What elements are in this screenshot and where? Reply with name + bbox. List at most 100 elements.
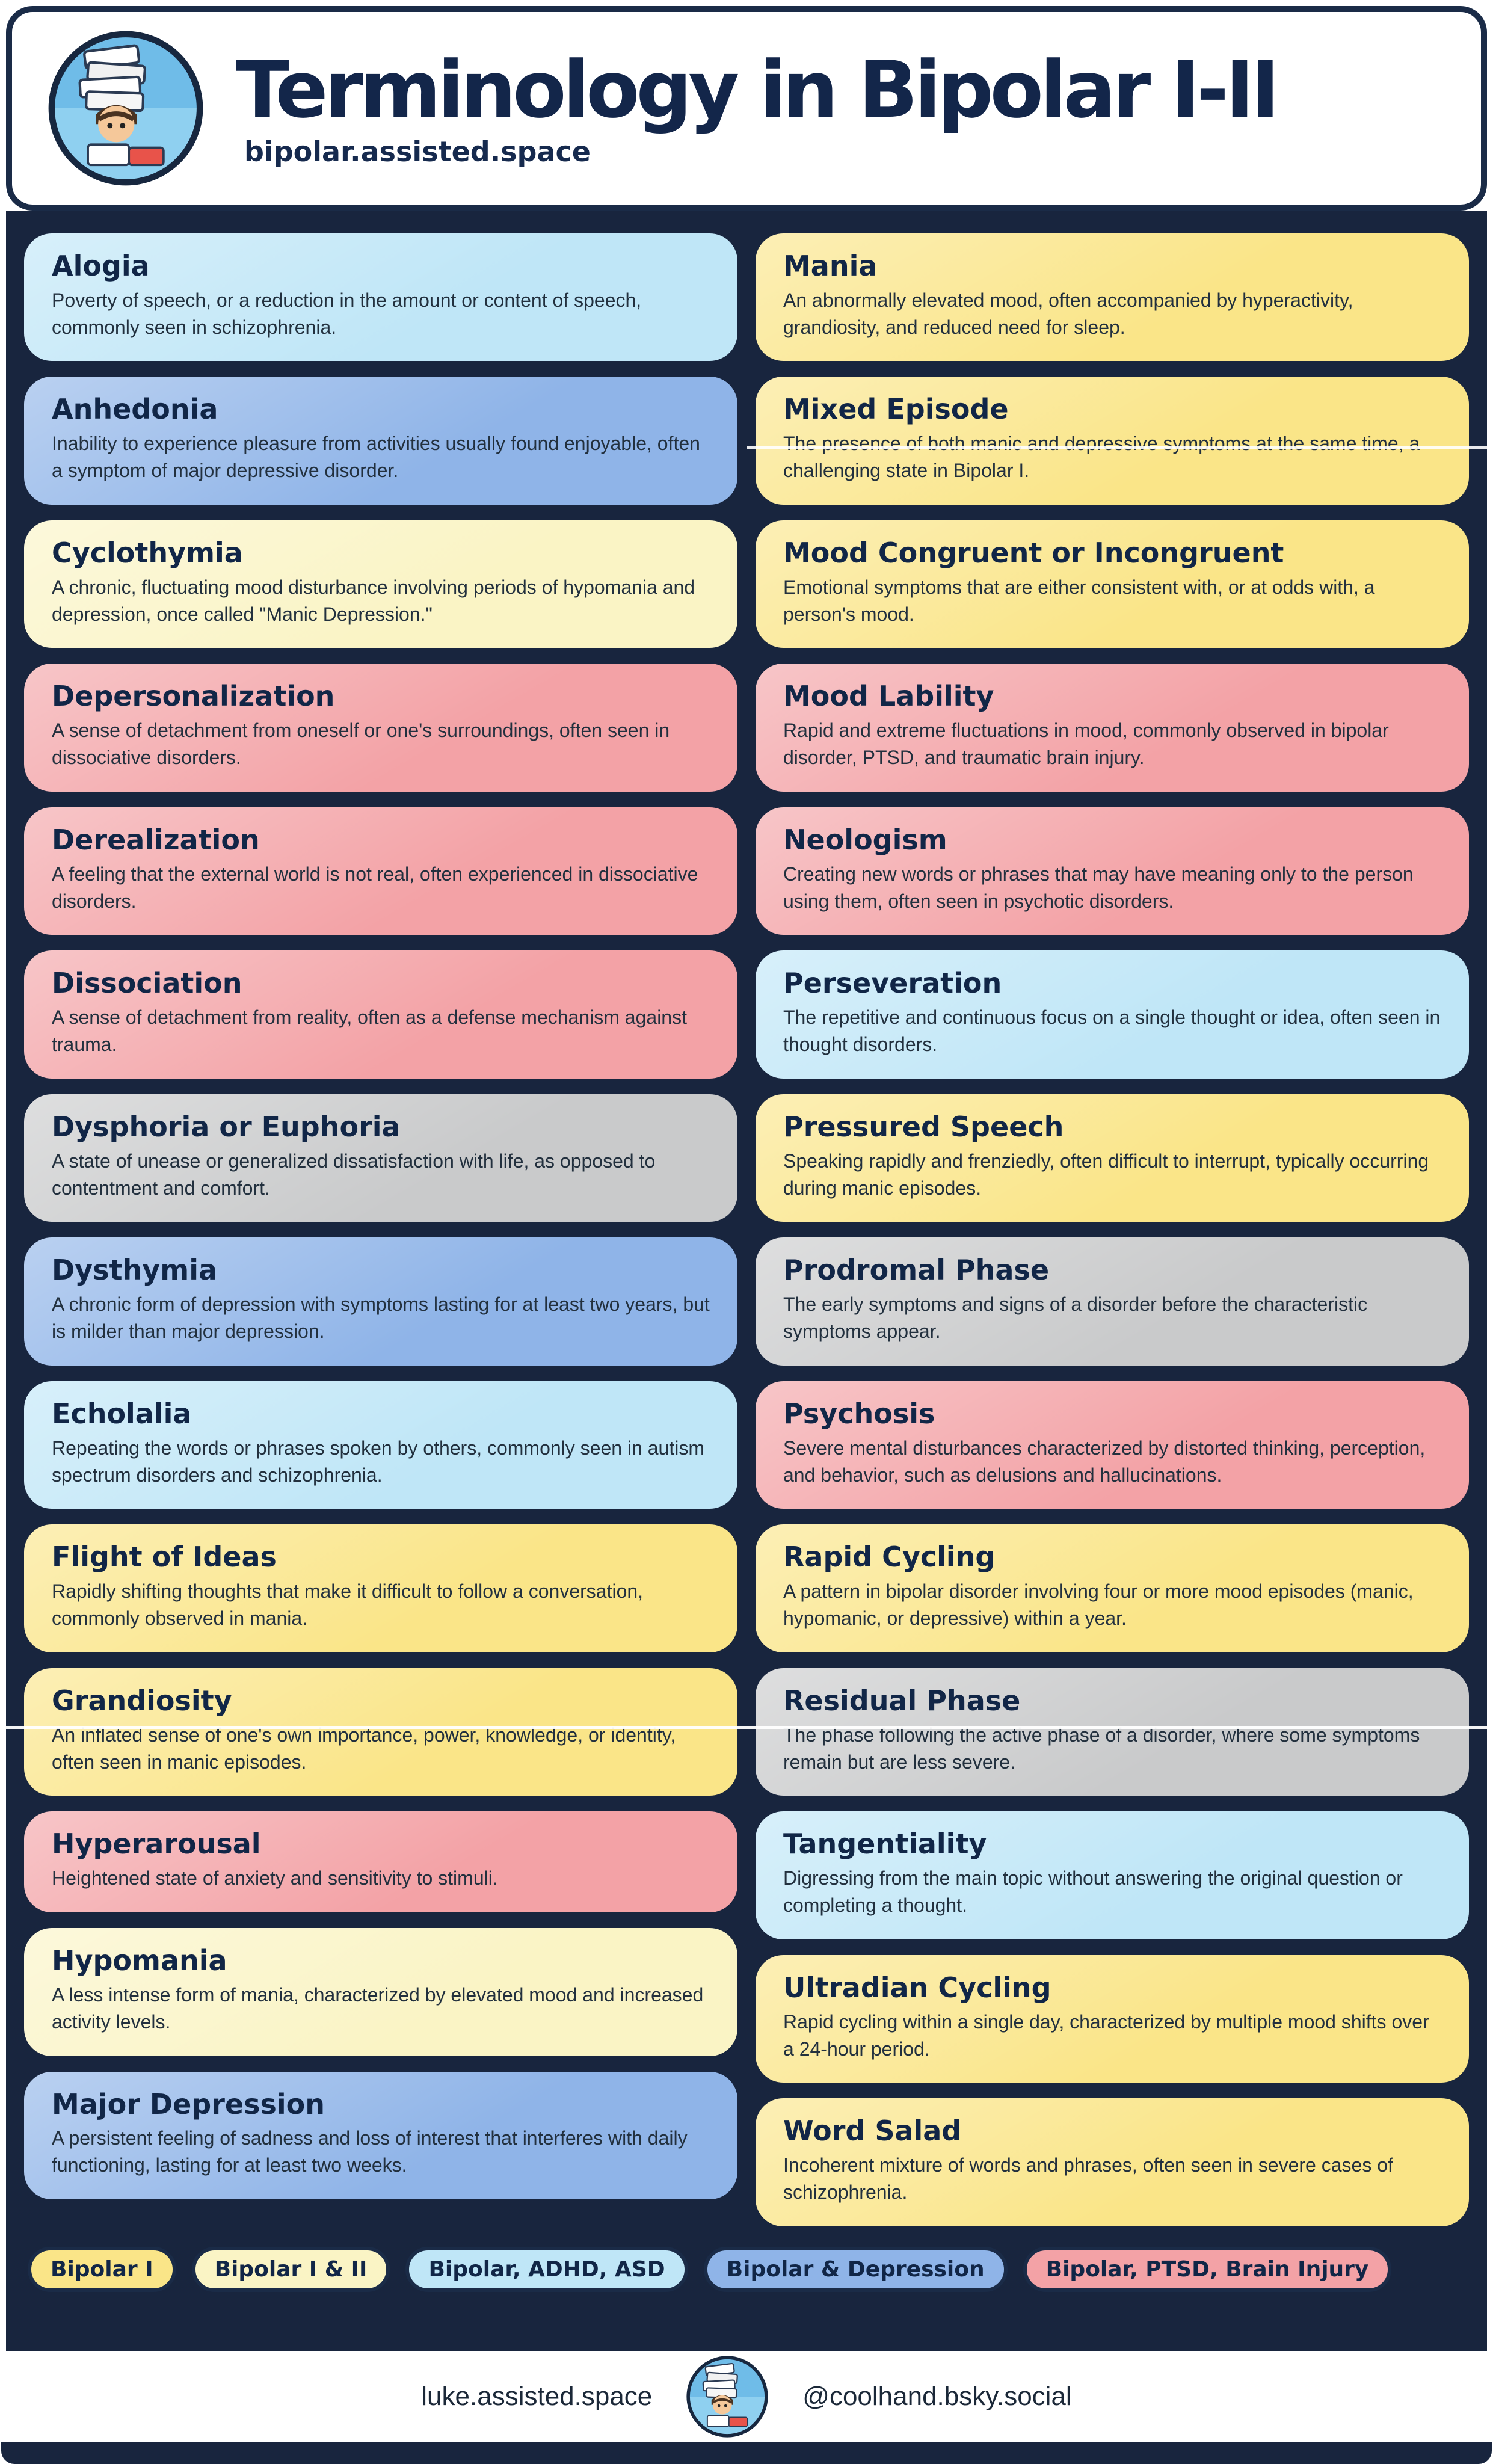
legend-pill: Bipolar, ADHD, ASD — [405, 2246, 688, 2293]
footer: luke.assisted.space — [0, 2351, 1493, 2442]
term-title: Ultradian Cycling — [783, 1971, 1051, 2004]
legend-pill: Bipolar I — [28, 2246, 176, 2293]
term-definition: An inflated sense of one's own importanc… — [52, 1723, 676, 1773]
term-title: Prodromal Phase — [783, 1254, 1050, 1287]
footer-left-text: luke.assisted.space — [421, 2382, 653, 2411]
term-definition: A less intense form of mania, characteri… — [52, 1983, 704, 2033]
legend: Bipolar I Bipolar I & II Bipolar, ADHD, AS… — [24, 2246, 1469, 2296]
term-title: Residual Phase — [783, 1684, 1021, 1717]
site-url: bipolar.assisted.space — [244, 135, 591, 168]
term-card: Grandiosity An inflated sense of one's ow… — [24, 1668, 737, 1796]
term-definition: Heightened state of anxiety and sensitiv… — [52, 1867, 498, 1890]
term-title: Psychosis — [783, 1397, 935, 1430]
term-card: Hypomania A less intense form of mania, c… — [24, 1928, 737, 2056]
term-title: Anhedonia — [52, 393, 218, 426]
term-title: Perseveration — [783, 967, 1002, 1000]
term-card: Dysthymia A chronic form of depression wi… — [24, 1237, 737, 1366]
term-card: Mania An abnormally elevated mood, often … — [756, 233, 1469, 362]
term-definition: A sense of detachment from reality, ofte… — [52, 1006, 687, 1056]
term-title: Neologism — [783, 823, 947, 856]
term-definition: Digressing from the main topic without a… — [783, 1867, 1403, 1917]
term-definition: A sense of detachment from oneself or on… — [52, 719, 670, 769]
term-definition: A state of unease or generalized dissati… — [52, 1150, 656, 1199]
term-title: Hypomania — [52, 1944, 227, 1977]
term-definition: Rapid and extreme fluctuations in mood, … — [783, 719, 1389, 769]
term-title: Mood Congruent or Incongruent — [783, 536, 1284, 569]
term-title: Rapid Cycling — [783, 1541, 996, 1574]
term-title: Dissociation — [52, 967, 242, 1000]
term-title: Major Depression — [52, 2087, 325, 2121]
mascot-avatar-icon — [686, 2355, 769, 2438]
term-title: Dysthymia — [52, 1254, 218, 1287]
term-card: Dysphoria or Euphoria A state of unease o… — [24, 1094, 737, 1222]
term-definition: The repetitive and continuous focus on a… — [783, 1006, 1441, 1056]
term-definition: Rapidly shifting thoughts that make it d… — [52, 1580, 644, 1630]
term-title: Alogia — [52, 250, 150, 282]
term-title: Cyclothymia — [52, 536, 243, 569]
term-title: Pressured Speech — [783, 1110, 1064, 1143]
term-definition: Creating new words or phrases that may h… — [783, 863, 1414, 912]
footer-right-text: @coolhand.bsky.social — [802, 2382, 1072, 2411]
term-definition: A feeling that the external world is not… — [52, 863, 698, 912]
term-definition: Severe mental disturbances characterized… — [783, 1437, 1426, 1486]
term-definition: A pattern in bipolar disorder involving … — [783, 1580, 1414, 1630]
term-definition: Rapid cycling within a single day, chara… — [783, 2010, 1429, 2060]
term-definition: The presence of both manic and depressiv… — [783, 433, 1420, 482]
term-title: Dysphoria or Euphoria — [52, 1110, 401, 1143]
term-card: Rapid Cycling A pattern in bipolar disord… — [756, 1524, 1469, 1652]
legend-pill: Bipolar I & II — [191, 2246, 390, 2293]
bottom-bar — [1, 2442, 1492, 2464]
term-title: Word Salad — [783, 2114, 962, 2148]
term-definition: Emotional symptoms that are either consi… — [783, 576, 1375, 625]
term-definition: A chronic form of depression with sympto… — [52, 1293, 710, 1343]
term-definition: A persistent feeling of sadness and loss… — [52, 2127, 688, 2176]
term-title: Echolalia — [52, 1397, 192, 1430]
term-definition: Poverty of speech, or a reduction in the… — [52, 289, 642, 338]
legend-pill: Bipolar, PTSD, Brain Injury — [1023, 2246, 1392, 2293]
term-definition: Speaking rapidly and frenziedly, often d… — [783, 1150, 1429, 1199]
page-title: Terminology in Bipolar I-II — [236, 43, 1280, 135]
term-definition: An abnormally elevated mood, often accom… — [783, 289, 1353, 338]
term-definition: Inability to experience pleasure from ac… — [52, 433, 700, 482]
term-definition: The early symptoms and signs of a disord… — [783, 1293, 1368, 1343]
term-title: Mixed Episode — [783, 393, 1009, 426]
column-right: Mania An abnormally elevated mood, often … — [756, 233, 1469, 2226]
term-definition: The phase following the active phase of … — [783, 1723, 1420, 1773]
term-card: Major Depression A persistent feeling of … — [24, 2071, 737, 2199]
seam-artifact-line — [746, 446, 1487, 449]
header-text: Terminology in Bipolar I-II bipolar.assi… — [236, 43, 1280, 168]
term-card: Depersonalization A sense of detachment f… — [24, 664, 737, 792]
term-definition: Repeating the words or phrases spoken by… — [52, 1437, 704, 1486]
term-definition: A chronic, fluctuating mood disturbance … — [52, 576, 695, 625]
mascot-logo-icon — [47, 29, 205, 187]
header: Terminology in Bipolar I-II bipolar.assi… — [6, 6, 1487, 211]
term-title: Tangentiality — [783, 1828, 987, 1861]
term-title: Mania — [783, 250, 878, 282]
term-title: Grandiosity — [52, 1684, 232, 1717]
term-title: Hyperarousal — [52, 1828, 261, 1861]
term-title: Depersonalization — [52, 680, 335, 713]
term-title: Flight of Ideas — [52, 1541, 277, 1574]
term-title: Derealization — [52, 823, 260, 856]
term-card: Cyclothymia A chronic, fluctuating mood d… — [24, 520, 737, 648]
term-title: Mood Lability — [783, 680, 994, 713]
